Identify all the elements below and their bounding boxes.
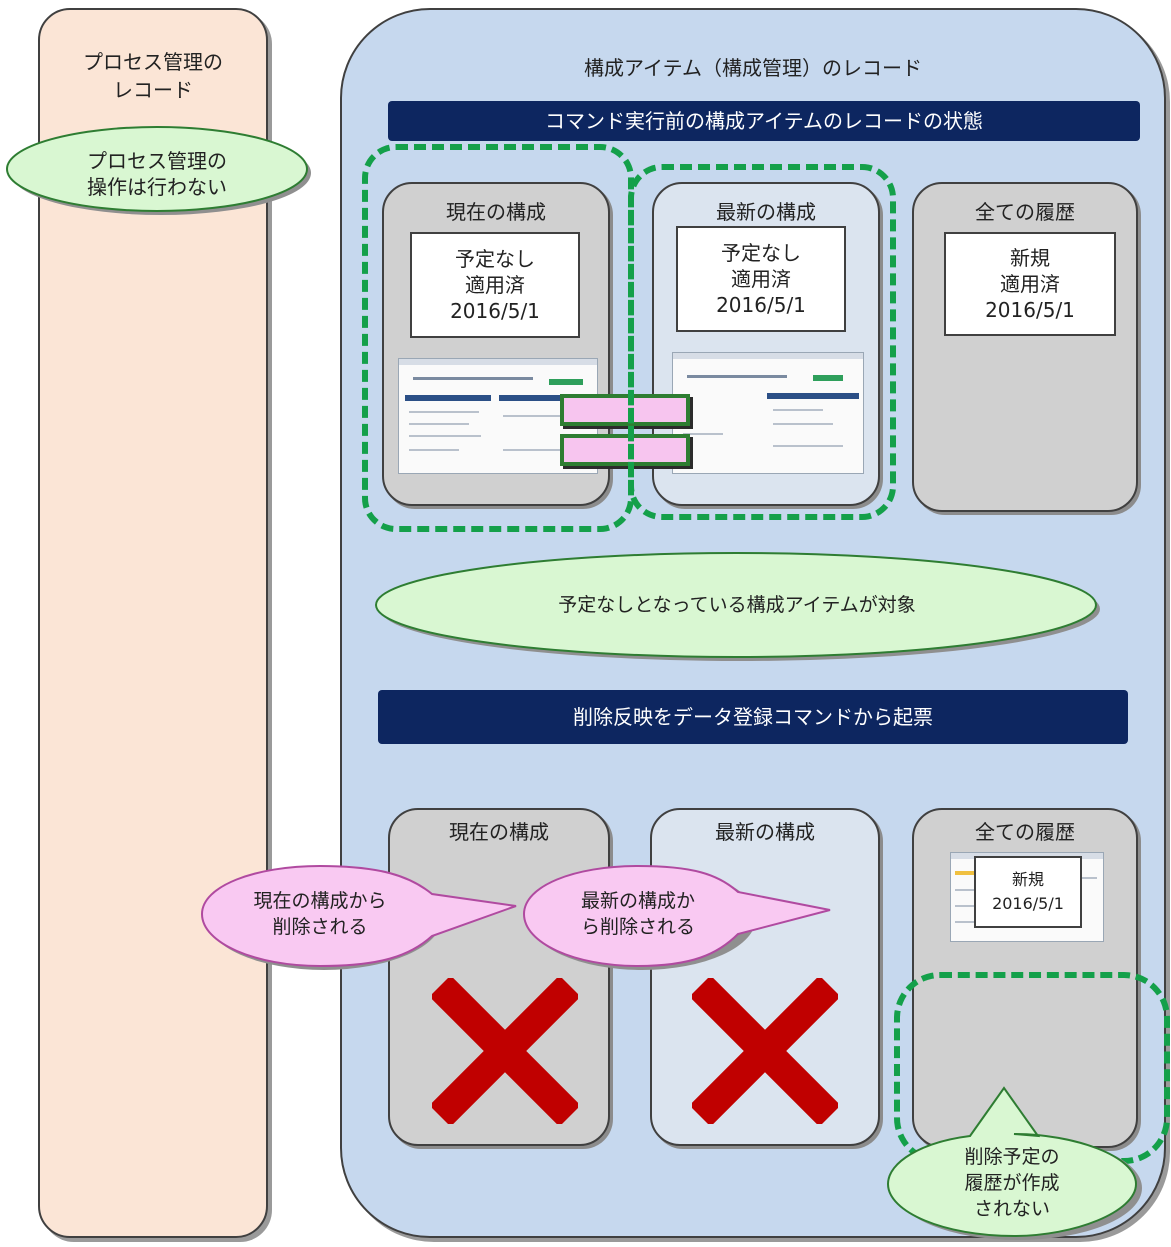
before-latest-title: 最新の構成 <box>716 200 816 224</box>
before-current-record: 予定なし 適用済 2016/5/1 <box>410 232 580 338</box>
before-history-title: 全ての履歴 <box>975 200 1075 224</box>
equal-sign-bar-bottom <box>560 434 690 466</box>
before-latest-record: 予定なし 適用済 2016/5/1 <box>676 226 846 332</box>
after-history-record: 新規 2016/5/1 <box>974 856 1082 928</box>
process-note-bubble <box>6 126 311 215</box>
action-banner: 削除反映をデータ登録コマンドから起票 <box>378 690 1128 744</box>
after-current-title: 現在の構成 <box>449 820 549 844</box>
latest-config-delete-cross-icon <box>692 978 838 1124</box>
process-record-title: プロセス管理の レコード <box>83 50 223 102</box>
target-note-text: 予定なしとなっている構成アイテムが対象 <box>558 594 916 616</box>
current-removal-text: 現在の構成から 削除される <box>253 890 387 938</box>
after-history-title: 全ての履歴 <box>975 820 1075 844</box>
after-current-card <box>388 808 610 1146</box>
target-note-ellipse <box>375 552 1100 661</box>
before-state-banner: コマンド実行前の構成アイテムのレコードの状態 <box>388 101 1140 141</box>
latest-removal-text: 最新の構成か ら削除される <box>580 890 695 938</box>
ci-record-title: 構成アイテム（構成管理）のレコード <box>584 56 922 80</box>
after-latest-title: 最新の構成 <box>715 820 815 844</box>
before-history-record: 新規 適用済 2016/5/1 <box>944 232 1116 336</box>
current-config-highlight <box>362 144 634 532</box>
no-history-note-callout <box>886 1086 1142 1240</box>
latest-config-highlight <box>628 164 896 520</box>
after-latest-card <box>650 808 880 1146</box>
no-history-note-text: 削除予定の 履歴が作成 されない <box>964 1146 1060 1220</box>
current-config-delete-cross-icon <box>432 978 578 1124</box>
before-current-title: 現在の構成 <box>446 200 546 224</box>
equal-sign-bar-top <box>560 394 690 426</box>
latest-removal-callout <box>522 864 831 970</box>
current-removal-callout <box>200 864 517 970</box>
process-note-text: プロセス管理の 操作は行わない <box>87 149 227 199</box>
latest-config-screenshot-thumbnail <box>672 352 864 474</box>
